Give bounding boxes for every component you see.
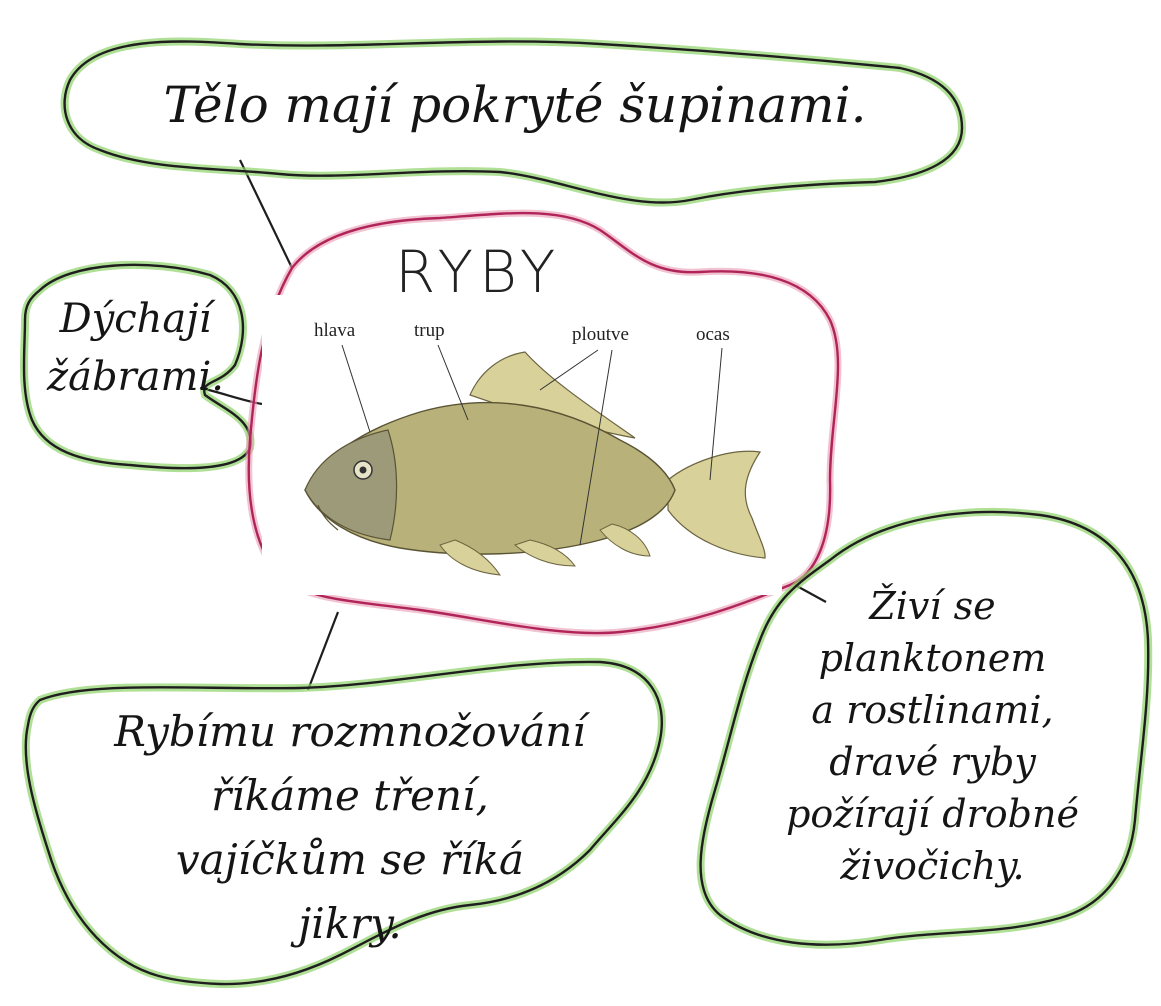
bubble-gills-text: Dýchají žábrami. [28, 290, 243, 406]
diet-line: dravé ryby [725, 736, 1140, 788]
spawning-line: říkáme tření, [45, 764, 655, 828]
label-head: hlava [314, 320, 355, 342]
center-title: RYBY [395, 238, 595, 306]
spawning-line: vajíčkům se říká [45, 828, 655, 892]
diet-line: požírají drobné [725, 788, 1140, 840]
diet-line: a rostlinami, [725, 684, 1140, 736]
bubble-spawning-text: Rybímu rozmnožování říkáme tření, vajíčk… [45, 700, 655, 956]
diet-line: planktonem [725, 632, 1140, 684]
diet-line: živočichy. [725, 840, 1140, 892]
connector-spawning [308, 612, 338, 690]
spawning-line: Rybímu rozmnožování [45, 700, 655, 764]
bubble-scales-text: Tělo mají pokryté šupinami. [80, 75, 950, 135]
bubble-diet-text: Živí se planktonem a rostlinami, dravé r… [725, 580, 1140, 892]
label-body: trup [414, 320, 445, 342]
label-tail: ocas [696, 324, 730, 346]
spawning-line: jikry. [45, 892, 655, 956]
label-fins: ploutve [572, 324, 629, 346]
gills-line: Dýchají [28, 290, 243, 348]
gills-line: žábrami. [28, 348, 243, 406]
diet-line: Živí se [725, 580, 1140, 632]
scales-line: Tělo mají pokryté šupinami. [80, 75, 950, 135]
